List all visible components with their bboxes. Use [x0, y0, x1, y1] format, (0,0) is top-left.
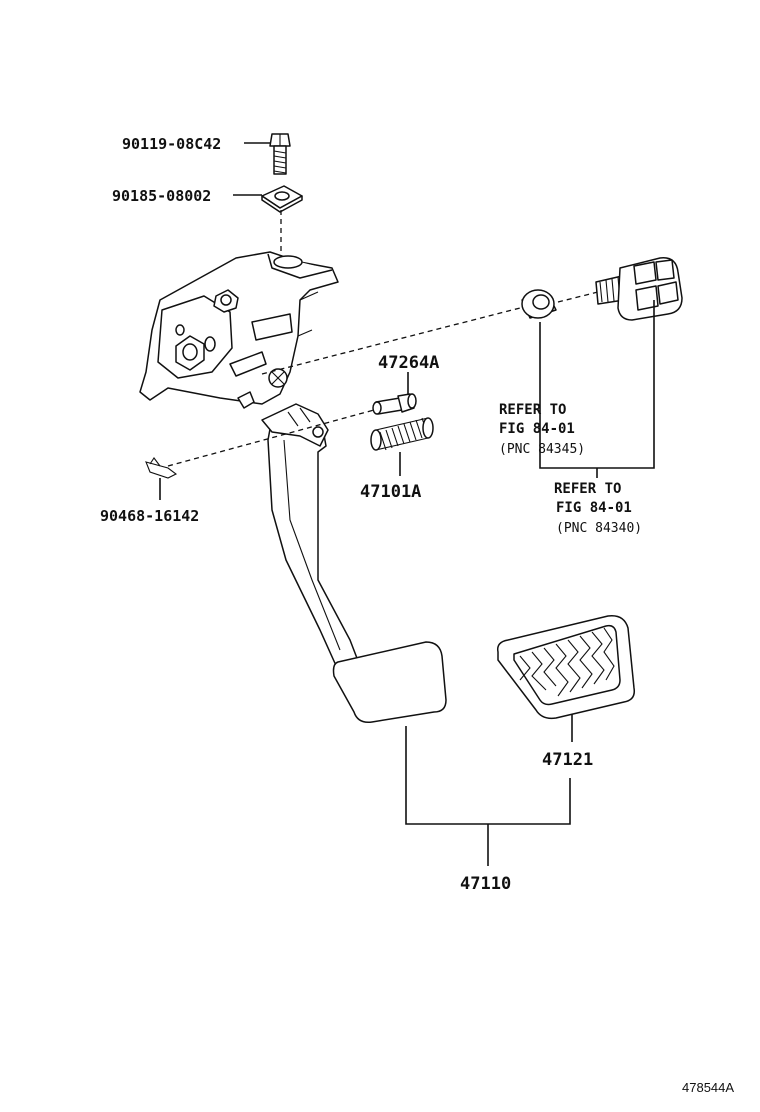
part-number-clip: 90468-16142	[100, 507, 199, 525]
pedal-foot-plate	[332, 641, 447, 724]
pedal-arm	[261, 403, 361, 671]
part-number-pin: 47264A	[378, 353, 439, 373]
part-number-bolt: 90119-08C42	[122, 135, 221, 153]
ref1-line1: REFER TO	[499, 402, 566, 418]
figure-id: 478544A	[682, 1080, 734, 1095]
pedal-pad-part	[496, 615, 636, 720]
spring-part	[370, 417, 434, 451]
pin-part	[372, 393, 417, 415]
bushing-part	[521, 289, 557, 319]
nut-part	[261, 185, 303, 213]
part-number-nut: 90185-08002	[112, 187, 211, 205]
switch-axis-dashed-line-2	[557, 291, 599, 303]
ref1-line3: (PNC 84345)	[499, 442, 585, 457]
ref2-line3: (PNC 84340)	[556, 521, 642, 536]
ref2-line2: FIG 84-01	[556, 500, 632, 516]
bolt-part	[269, 133, 291, 175]
part-number-pedal-assembly: 47110	[460, 874, 511, 894]
part-number-pad: 47121	[542, 750, 593, 770]
ref1-line2: FIG 84-01	[499, 421, 575, 437]
part-number-spring: 47101A	[360, 482, 421, 502]
ref2-line1: REFER TO	[554, 481, 621, 497]
stop-lamp-switch-part	[595, 257, 683, 321]
pedal-bracket	[139, 251, 339, 409]
assembly-bracket-lines	[405, 726, 571, 825]
clip-part	[145, 457, 178, 479]
